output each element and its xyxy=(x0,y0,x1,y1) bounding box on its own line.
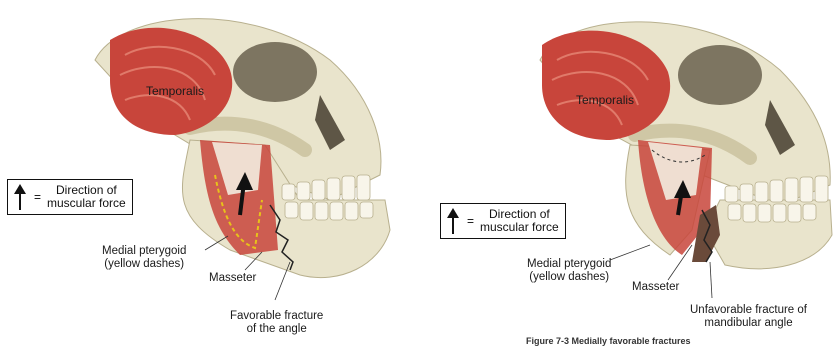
up-arrow-icon xyxy=(12,183,28,211)
legend-text: Direction of muscular force xyxy=(47,184,126,210)
figure-caption-fragment: Figure 7-3 Medially favorable fractures xyxy=(526,336,691,346)
medial-pterygoid-label: Medial pterygoid (yellow dashes) xyxy=(527,258,611,284)
eye-socket xyxy=(678,45,762,105)
fracture-line-2: of the angle xyxy=(230,323,323,336)
medial-line-1: Medial pterygoid xyxy=(102,245,186,258)
medial-line-2: (yellow dashes) xyxy=(527,271,611,284)
fracture-line-2: mandibular angle xyxy=(690,317,807,330)
medial-pterygoid-label: Medial pterygoid (yellow dashes) xyxy=(102,245,186,271)
eye-socket xyxy=(233,42,317,102)
masseter-label: Masseter xyxy=(632,281,679,294)
fracture-label: Unfavorable fracture of mandibular angle xyxy=(690,304,807,330)
legend-box: = Direction of muscular force xyxy=(7,179,133,215)
right-panel: Temporalis = Direction of muscular force… xyxy=(420,0,835,346)
medial-line-1: Medial pterygoid xyxy=(527,258,611,271)
legend-equals: = xyxy=(467,214,474,228)
legend-equals: = xyxy=(34,190,41,204)
temporalis-label: Temporalis xyxy=(576,94,634,107)
fracture-line-1: Unfavorable fracture of xyxy=(690,304,807,317)
medial-line-2: (yellow dashes) xyxy=(102,258,186,271)
skull-illustration-unfavorable xyxy=(420,0,835,346)
temporalis-label: Temporalis xyxy=(146,85,204,98)
fracture-label: Favorable fracture of the angle xyxy=(230,310,323,336)
legend-line-2: muscular force xyxy=(47,197,126,210)
skull-illustration-favorable xyxy=(0,0,420,346)
left-panel: Temporalis = Direction of muscular force… xyxy=(0,0,420,346)
legend-line-2: muscular force xyxy=(480,221,559,234)
legend-text: Direction of muscular force xyxy=(480,208,559,234)
up-arrow-icon xyxy=(445,207,461,235)
fracture-line-1: Favorable fracture xyxy=(230,310,323,323)
masseter-label: Masseter xyxy=(209,272,256,285)
legend-box: = Direction of muscular force xyxy=(440,203,566,239)
